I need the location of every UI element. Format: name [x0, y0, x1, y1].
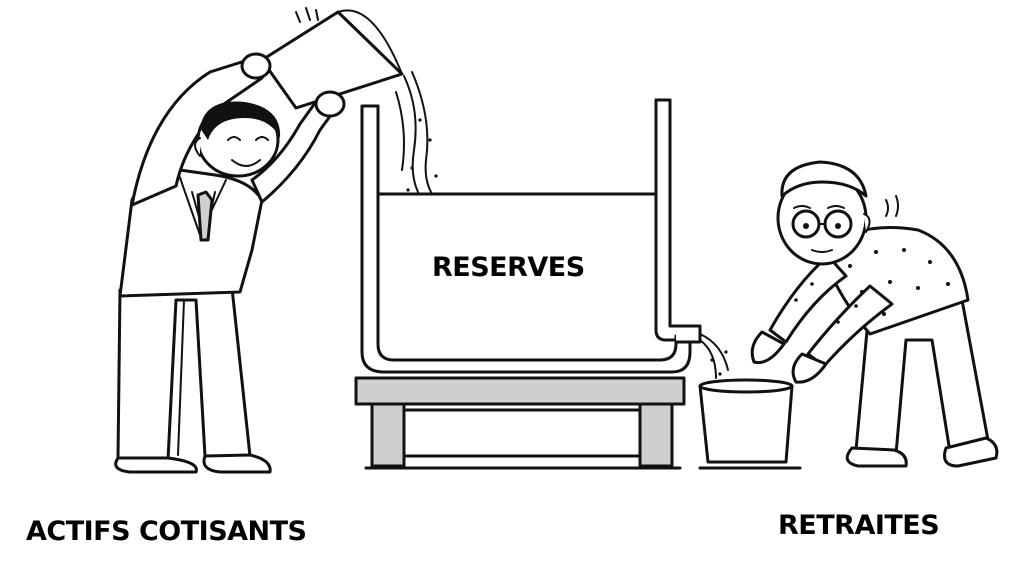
actifs-cotisants-label: ACTIFS COTISANTS: [26, 516, 307, 547]
bucket-icon: [698, 378, 802, 470]
pouring-water: [395, 71, 438, 195]
dripping-water: [699, 333, 729, 379]
reserves-label: RESERVES: [432, 252, 585, 283]
retraites-label: RETRAITES: [778, 510, 940, 541]
worker-pouring-bucket-icon: [114, 7, 404, 474]
retiree-filling-bucket-icon: [750, 160, 999, 468]
water-tank-icon: [354, 98, 702, 470]
